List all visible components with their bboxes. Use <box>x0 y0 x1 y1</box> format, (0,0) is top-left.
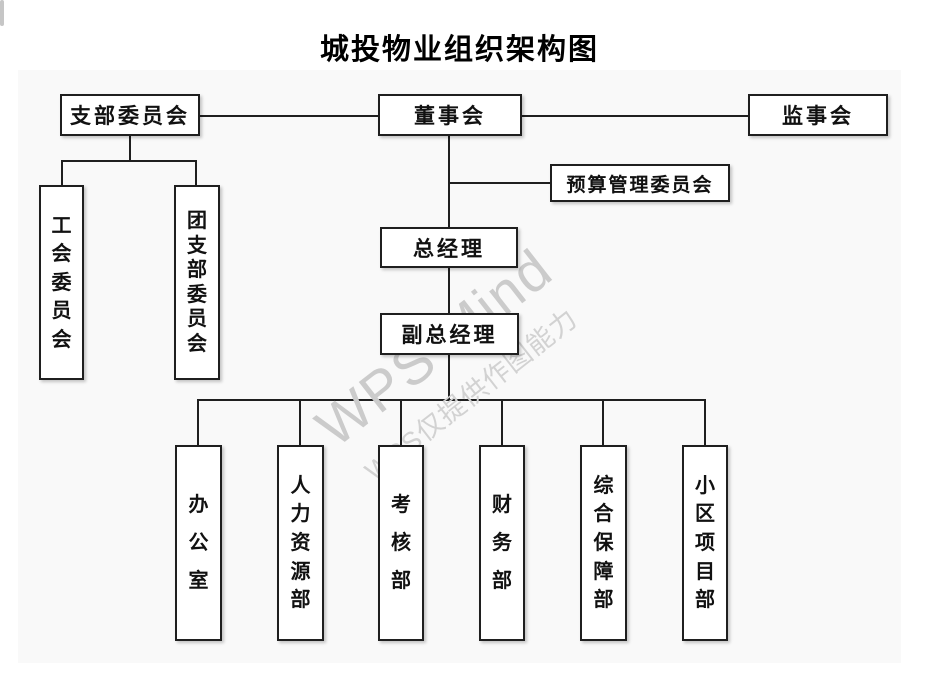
node-budget-committee[interactable]: 预算管理委员会 <box>550 164 730 202</box>
connector-deputy-down <box>448 355 450 400</box>
node-office[interactable]: 办公室 <box>175 445 222 641</box>
connector-departments-bar <box>197 399 706 401</box>
connector-board-to-gm <box>448 136 450 227</box>
node-community-project-department[interactable]: 小区项目部 <box>682 445 728 641</box>
connector-stub-office <box>197 399 199 445</box>
connector-branch-to-board <box>200 115 378 117</box>
node-finance-department[interactable]: 财务部 <box>479 445 525 641</box>
diagram-title: 城投物业组织架构图 <box>319 34 599 66</box>
connector-stub-community <box>704 399 706 445</box>
node-branch-committee[interactable]: 支部委员会 <box>60 94 200 136</box>
node-support-department[interactable]: 综合保障部 <box>580 445 627 641</box>
node-hr-department[interactable]: 人力资源部 <box>277 445 324 641</box>
connector-stub-support <box>602 399 604 445</box>
connector-branch-children-bar <box>61 160 197 162</box>
node-board-of-directors[interactable]: 董事会 <box>378 94 522 136</box>
connector-stub-union <box>61 160 63 185</box>
node-youth-league-committee[interactable]: 团支部委员会 <box>174 185 220 380</box>
connector-stub-hr <box>299 399 301 445</box>
connector-branch-down <box>129 136 131 160</box>
connector-stub-finance <box>501 399 503 445</box>
node-label: 预算管理委员会 <box>566 174 714 196</box>
node-general-manager[interactable]: 总经理 <box>380 227 518 268</box>
node-label: 总经理 <box>413 236 485 261</box>
node-supervisory-board[interactable]: 监事会 <box>748 94 888 136</box>
node-label: 监事会 <box>782 104 854 128</box>
node-union-committee[interactable]: 工会委员会 <box>39 185 84 380</box>
node-deputy-general-manager[interactable]: 副总经理 <box>380 313 519 355</box>
connector-stub-youth-league <box>195 160 197 185</box>
node-label: 副总经理 <box>401 323 498 347</box>
diagram-canvas[interactable]: WPS Mind WPS仅提供作图能力 支部委员会 董事会 监事会 预算管理委员… <box>18 70 901 663</box>
connector-stub-assessment <box>400 399 402 445</box>
node-label: 支部委员会 <box>70 104 190 128</box>
connector-gm-to-deputy <box>448 268 450 313</box>
node-assessment-department[interactable]: 考核部 <box>378 445 424 641</box>
connector-to-budget-committee <box>448 182 550 184</box>
scrollbar-thumb[interactable] <box>0 0 4 26</box>
node-label: 董事会 <box>414 104 486 128</box>
connector-board-to-supervisory <box>522 115 748 117</box>
